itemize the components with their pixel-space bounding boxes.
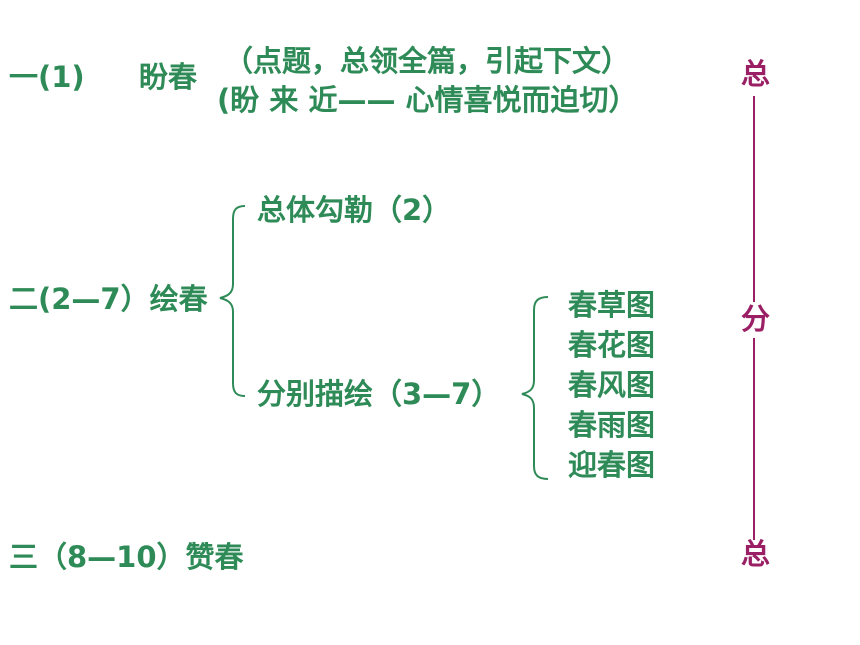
section-one-note: （点题，总领全篇，引起下文） <box>224 44 631 78</box>
section-three-label: 三（8—10）赞春 <box>9 540 244 574</box>
section-one-title: 盼春 <box>139 60 198 94</box>
structure-bottom: 总 <box>741 537 771 571</box>
section-one-emotion: (盼 来 近—— 心情喜悦而迫切） <box>217 83 638 117</box>
section-two-label: 二(2—7）绘春 <box>9 282 208 316</box>
structure-top: 总 <box>741 57 771 91</box>
scene-rain: 春雨图 <box>568 408 656 442</box>
structure-middle: 分 <box>741 302 771 336</box>
scene-grass: 春草图 <box>568 288 656 322</box>
branch-overall: 总体勾勒（2） <box>257 193 452 227</box>
scene-wind: 春风图 <box>568 368 656 402</box>
section-one-number: 一(1) <box>9 60 85 94</box>
brace-scenes <box>521 296 549 480</box>
branch-detail: 分别描绘（3—7） <box>257 377 501 411</box>
brace-main <box>219 205 246 397</box>
scene-flowers: 春花图 <box>568 328 656 362</box>
scene-welcome: 迎春图 <box>568 448 656 482</box>
